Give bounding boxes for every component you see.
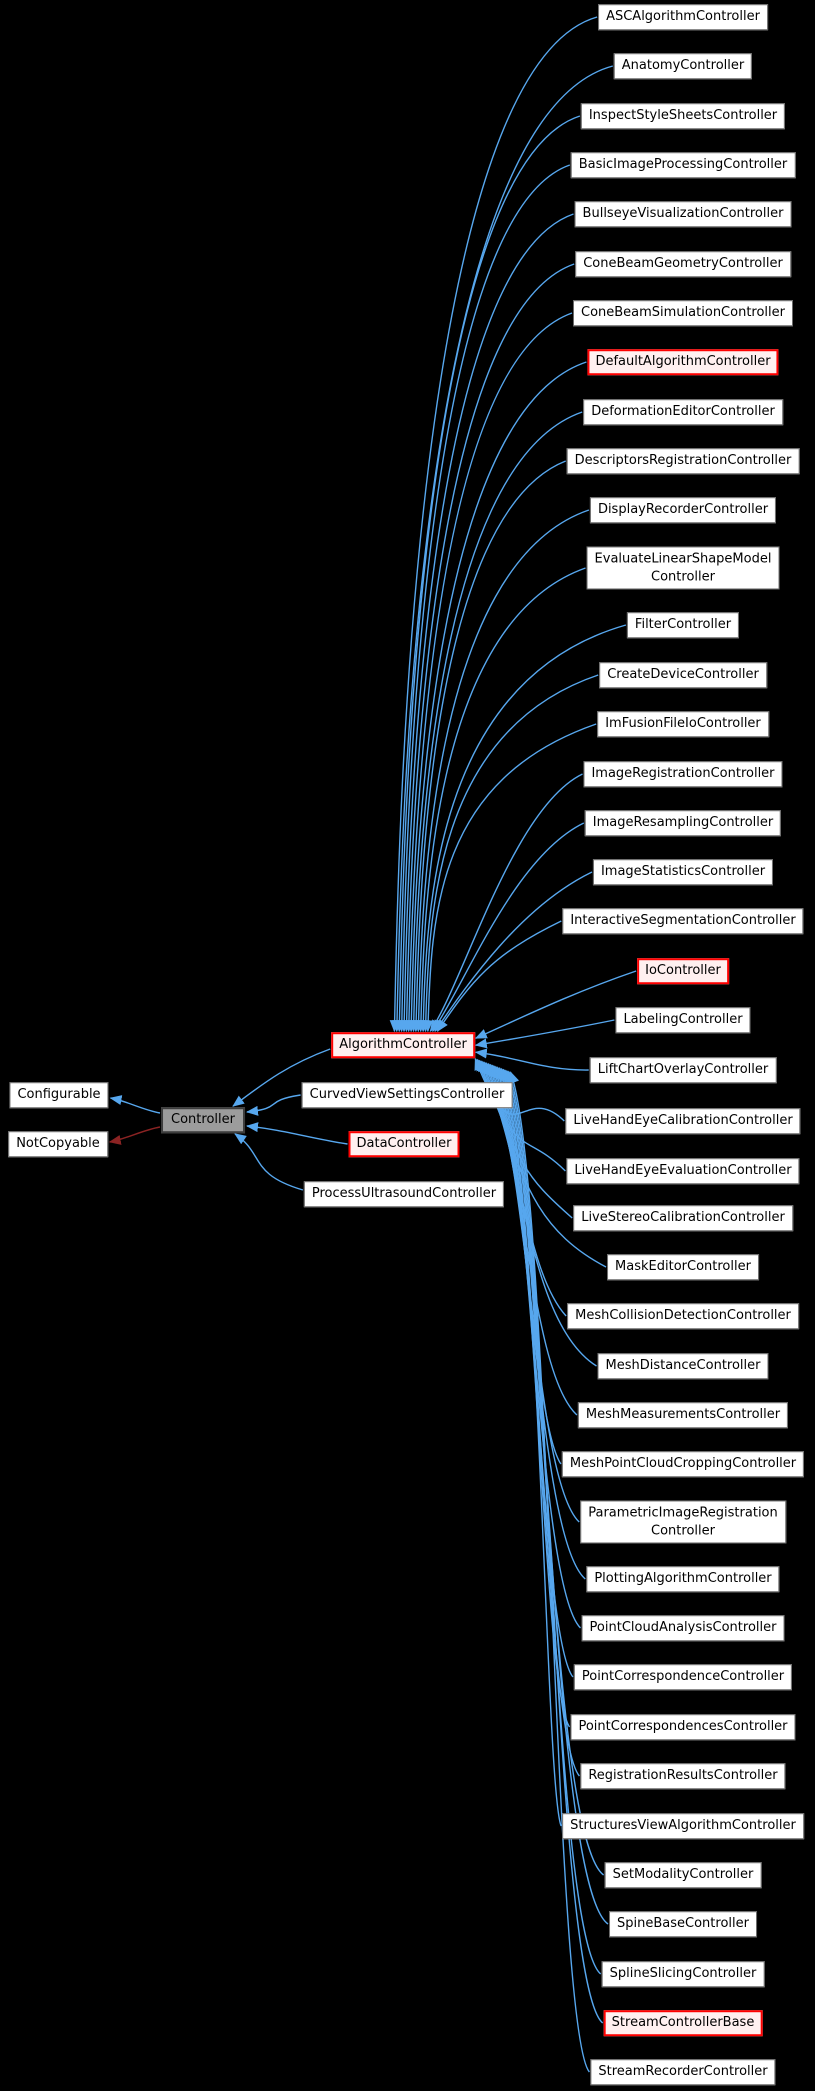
class-node[interactable]: PointCorrespondenceController [573,1664,793,1690]
inheritance-edge [500,1067,562,1827]
class-node[interactable]: BullseyeVisualizationController [574,201,792,227]
class-node[interactable]: ImageStatisticsController [592,859,774,885]
class-node[interactable]: SpineBaseController [609,1911,757,1937]
class-node[interactable]: InteractiveSegmentationController [562,908,804,934]
inheritance-edge [408,411,583,1033]
inheritance-edge [403,312,573,1033]
inheritance-edge [108,1126,161,1145]
inheritance-edge [246,1094,301,1116]
class-node[interactable]: StreamControllerBase [603,2010,763,2036]
inheritance-edge [434,871,593,1033]
class-node[interactable]: ImFusionFileIoController [597,711,769,737]
class-node[interactable]: LiveHandEyeEvaluationController [566,1158,800,1184]
class-node[interactable]: StructuresViewAlgorithmController [562,1813,804,1839]
inheritance-edge [389,16,598,1033]
inheritance-edge [396,164,571,1033]
inheritance-edge [401,263,575,1033]
class-node[interactable]: CreateDeviceController [599,662,767,688]
inheritance-edge [399,213,574,1033]
inheritance-edge [413,509,590,1033]
class-node[interactable]: ImageResamplingController [584,810,782,836]
inheritance-edge [392,65,613,1033]
class-node[interactable]: MeshCollisionDetectionController [567,1303,799,1329]
class-node[interactable]: DeformationEditorController [583,399,783,425]
inheritance-edge [109,1095,161,1114]
class-node[interactable]: DisplayRecorderController [589,497,777,523]
class-node[interactable]: FilterController [626,612,740,638]
inheritance-edge [429,773,583,1033]
class-node-configurable[interactable]: Configurable [9,1082,109,1108]
class-node[interactable]: LiveHandEyeCalibrationController [565,1108,801,1134]
inheritance-edge [415,567,586,1033]
class-node-curvedviewsettingscontroller[interactable]: CurvedViewSettingsController [301,1082,513,1108]
inheritance-edge [507,1070,604,2024]
class-node-algorithmcontroller[interactable]: AlgorithmController [331,1032,475,1058]
inheritance-edge [411,460,566,1033]
inheritance-edge [423,723,597,1033]
inheritance-edge [420,674,599,1033]
inheritance-edge [246,1122,348,1145]
class-node[interactable]: DefaultAlgorithmController [587,349,779,375]
inheritance-edge [436,920,562,1033]
class-node[interactable]: PlottingAlgorithmController [586,1566,780,1592]
class-node[interactable]: MeshPointCloudCroppingController [561,1451,805,1477]
class-node[interactable]: IoController [637,958,729,984]
class-node[interactable]: DescriptorsRegistrationController [566,448,800,474]
class-node[interactable]: ParametricImageRegistration Controller [580,1500,786,1544]
class-node[interactable]: PointCorrespondencesController [570,1714,796,1740]
inheritance-edge [394,115,581,1033]
inheritance-edge [432,822,585,1033]
class-node[interactable]: LabelingController [615,1007,751,1033]
class-node[interactable]: ConeBeamGeometryController [575,251,791,277]
inheritance-edge [487,1062,562,1465]
inheritance-edge [418,624,627,1033]
inheritance-edge [474,1048,589,1071]
class-node-datacontroller[interactable]: DataController [348,1131,460,1157]
inheritance-edge [489,1063,580,1523]
class-node[interactable]: LiveStereoCalibrationController [573,1205,793,1231]
inheritance-edge [234,1133,304,1191]
inheritance-edge [509,1071,590,2073]
class-node-processultrasoundcontroller[interactable]: ProcessUltrasoundController [303,1181,505,1207]
class-node[interactable]: SplineSlicingController [601,1961,765,1987]
class-node[interactable]: ImageRegistrationController [583,761,783,787]
class-node[interactable]: LiftChartOverlayController [589,1057,777,1083]
inheritance-edge [406,361,587,1033]
class-node[interactable]: RegistrationResultsController [580,1763,786,1789]
class-node[interactable]: PointCloudAnalysisController [581,1615,785,1641]
class-node[interactable]: MeshMeasurementsController [577,1402,789,1428]
class-node[interactable]: MeshDistanceController [597,1353,769,1379]
class-node[interactable]: ASCAlgorithmController [598,4,768,30]
class-node-notcopyable[interactable]: NotCopyable [8,1131,108,1157]
class-node[interactable]: StreamRecorderController [590,2059,776,2085]
class-node-controller-current: Controller [161,1107,245,1133]
class-node[interactable]: AnatomyController [613,53,753,79]
inheritance-edge [474,1019,615,1049]
inheritance-edge [491,1064,586,1580]
class-node[interactable]: SetModalityController [604,1862,762,1888]
class-node[interactable]: BasicImageProcessingController [570,152,796,178]
class-node[interactable]: InspectStyleSheetsController [580,103,786,129]
class-node[interactable]: MaskEditorController [607,1254,759,1280]
inheritance-edge [474,970,637,1039]
class-node[interactable]: EvaluateLinearShapeModel Controller [586,546,780,590]
inheritance-edge [232,1048,331,1107]
class-node[interactable]: ConeBeamSimulationController [572,300,794,326]
